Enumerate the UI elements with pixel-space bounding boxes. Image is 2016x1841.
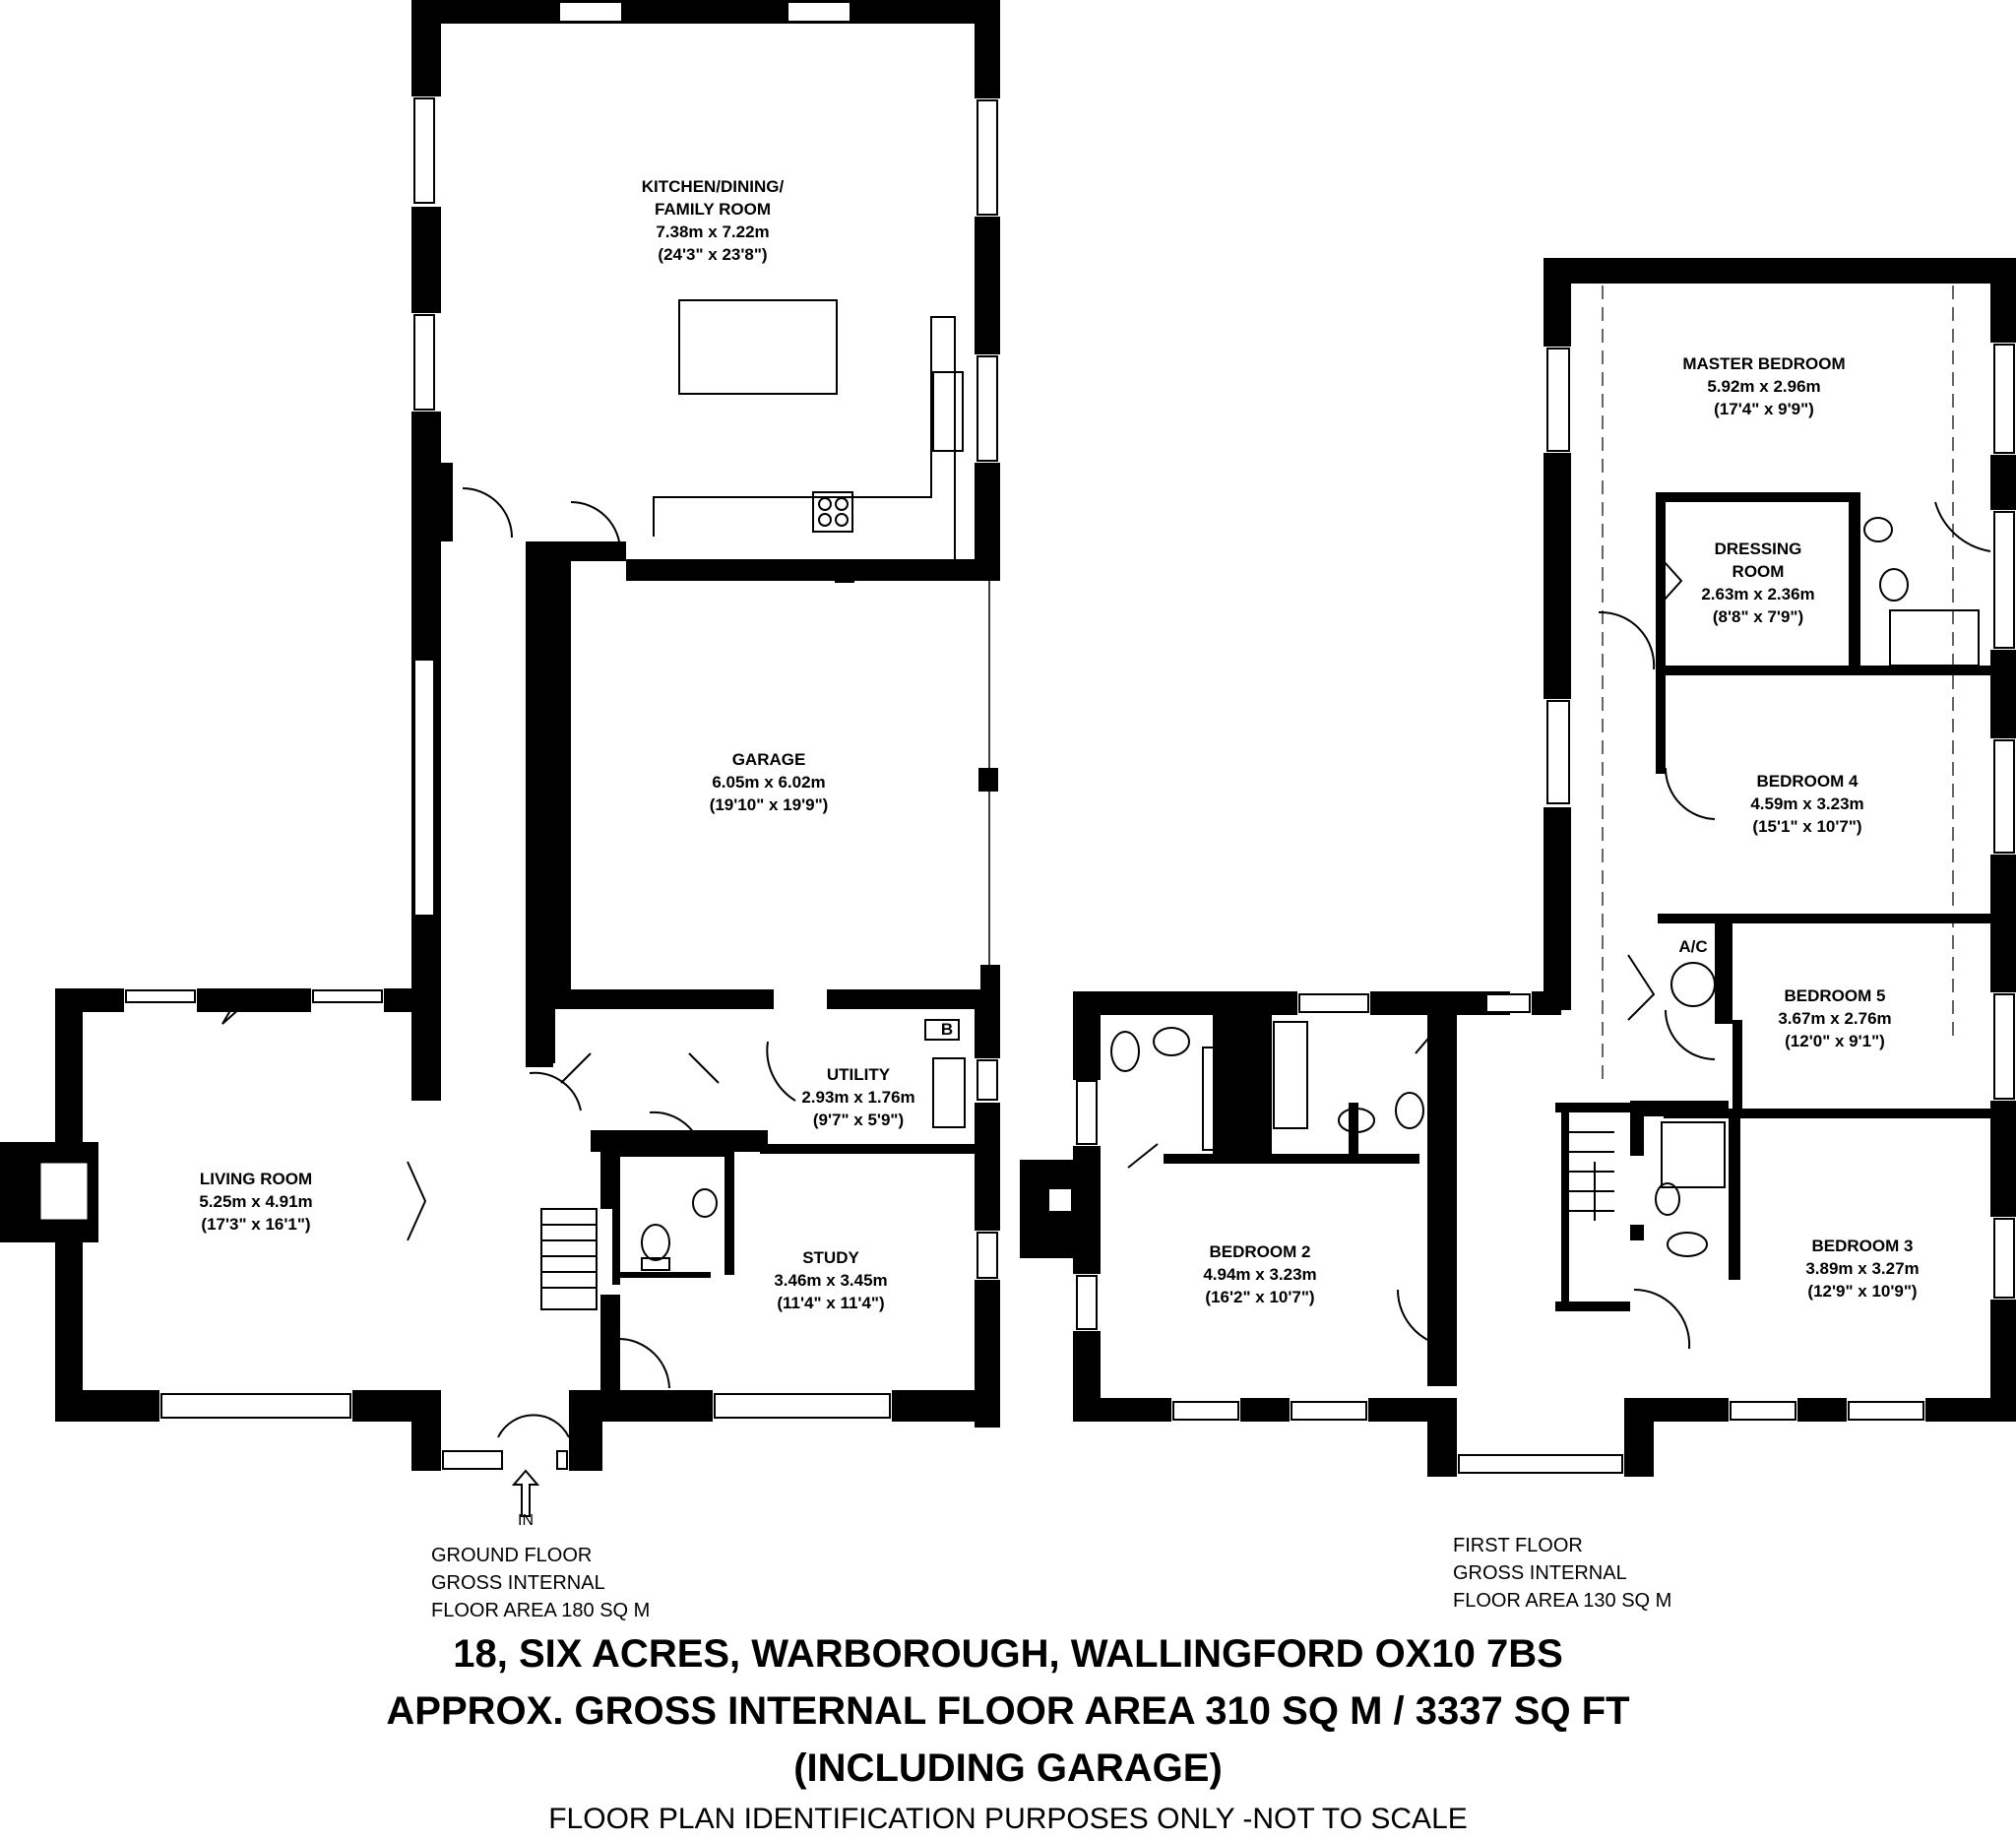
room-name-line: DRESSING xyxy=(1714,540,1802,558)
room-name-line: BEDROOM 3 xyxy=(1811,1237,1914,1255)
room-metric: 3.89m x 3.27m xyxy=(1805,1259,1920,1278)
room-name-line: UTILITY xyxy=(826,1065,891,1084)
ground-floor-area: GROUND FLOOR GROSS INTERNAL FLOOR AREA 1… xyxy=(431,1542,650,1624)
ground-floor-details xyxy=(221,299,996,1517)
room-name-line: GARAGE xyxy=(731,750,806,769)
room-name-line: BEDROOM 2 xyxy=(1209,1242,1311,1261)
room-label-living: LIVING ROOM 5.25m x 4.91m (17'3" x 16'1"… xyxy=(199,1168,312,1236)
room-metric: 4.59m x 3.23m xyxy=(1750,794,1864,813)
room-label-kitchen: KITCHEN/DINING/ FAMILY ROOM 7.38m x 7.22… xyxy=(642,175,785,266)
room-label-garage: GARAGE 6.05m x 6.02m (19'10" x 19'9") xyxy=(710,748,829,816)
room-label-master: MASTER BEDROOM 5.92m x 2.96m (17'4" x 9'… xyxy=(1682,352,1845,420)
ground-floor-windows xyxy=(125,1,998,1470)
garage-note: (INCLUDING GARAGE) xyxy=(793,1746,1223,1790)
room-metric: 4.94m x 3.23m xyxy=(1203,1265,1317,1284)
room-imperial: (12'9" x 10'9") xyxy=(1807,1282,1918,1301)
room-imperial: (15'1" x 10'7") xyxy=(1752,817,1862,836)
ground-floor-line: GROUND FLOOR xyxy=(431,1545,593,1566)
room-metric: 3.67m x 2.76m xyxy=(1778,1009,1892,1028)
room-label-utility: UTILITY 2.93m x 1.76m (9'7" x 5'9") xyxy=(801,1063,914,1131)
room-name-line: ROOM xyxy=(1732,562,1785,581)
first-floor-line: GROSS INTERNAL xyxy=(1453,1562,1627,1584)
property-address: 18, SIX ACRES, WARBOROUGH, WALLINGFORD O… xyxy=(453,1632,1563,1676)
ground-floor-line: GROSS INTERNAL xyxy=(431,1572,605,1594)
room-metric: 2.63m x 2.36m xyxy=(1701,585,1815,603)
room-metric: 6.05m x 6.02m xyxy=(712,773,826,792)
room-imperial: (9'7" x 5'9") xyxy=(812,1111,905,1129)
room-imperial: (12'0" x 9'1") xyxy=(1785,1032,1885,1050)
room-imperial: (16'2" x 10'7") xyxy=(1205,1288,1315,1306)
room-metric: 3.46m x 3.45m xyxy=(774,1271,888,1290)
disclaimer: FLOOR PLAN IDENTIFICATION PURPOSES ONLY … xyxy=(548,1803,1468,1835)
room-label-dressing: DRESSING ROOM 2.63m x 2.36m (8'8" x 7'9"… xyxy=(1701,538,1814,628)
room-name-line: STUDY xyxy=(802,1248,859,1267)
boiler-label: B xyxy=(940,1020,954,1039)
room-metric: 7.38m x 7.22m xyxy=(656,222,770,241)
room-name-line: KITCHEN/DINING/ xyxy=(641,177,785,196)
room-imperial: (11'4" x 11'4") xyxy=(777,1294,885,1312)
room-name-line: LIVING ROOM xyxy=(199,1170,313,1188)
entrance-label: IN xyxy=(518,1512,534,1529)
room-label-bedroom-5: BEDROOM 5 3.67m x 2.76m (12'0" x 9'1") xyxy=(1778,984,1891,1052)
first-floor-area: FIRST FLOOR GROSS INTERNAL FLOOR AREA 13… xyxy=(1453,1532,1671,1615)
room-name-line: BEDROOM 5 xyxy=(1784,986,1886,1005)
first-floor-line: FLOOR AREA 130 SQ M xyxy=(1453,1590,1672,1612)
room-imperial: (8'8" x 7'9") xyxy=(1712,607,1804,626)
first-floor-line: FIRST FLOOR xyxy=(1453,1535,1583,1556)
room-metric: 5.25m x 4.91m xyxy=(199,1192,313,1211)
total-floor-area: APPROX. GROSS INTERNAL FLOOR AREA 310 SQ… xyxy=(386,1689,1630,1733)
room-label-bedroom-2: BEDROOM 2 4.94m x 3.23m (16'2" x 10'7") xyxy=(1203,1240,1316,1308)
room-name-line: BEDROOM 4 xyxy=(1756,772,1858,791)
room-name-line: FAMILY ROOM xyxy=(654,200,772,219)
ground-floor-line: FLOOR AREA 180 SQ M xyxy=(431,1600,651,1621)
first-floor-details xyxy=(1110,286,1991,1350)
room-metric: 5.92m x 2.96m xyxy=(1707,377,1821,396)
room-imperial: (24'3" x 23'8") xyxy=(658,245,768,264)
ac-label: A/C xyxy=(1678,937,1708,956)
room-label-bedroom-4: BEDROOM 4 4.59m x 3.23m (15'1" x 10'7") xyxy=(1750,770,1863,838)
room-metric: 2.93m x 1.76m xyxy=(801,1088,915,1107)
room-name-line: MASTER BEDROOM xyxy=(1682,354,1846,373)
room-label-bedroom-3: BEDROOM 3 3.89m x 3.27m (12'9" x 10'9") xyxy=(1805,1235,1919,1302)
room-imperial: (19'10" x 19'9") xyxy=(709,795,829,814)
room-imperial: (17'4" x 9'9") xyxy=(1714,400,1814,418)
ground-floor-walls xyxy=(0,0,1000,1471)
first-floor-walls xyxy=(1020,258,2016,1477)
first-floor-windows xyxy=(1076,344,2015,1474)
room-imperial: (17'3" x 16'1") xyxy=(201,1215,311,1234)
room-label-study: STUDY 3.46m x 3.45m (11'4" x 11'4") xyxy=(774,1246,887,1314)
